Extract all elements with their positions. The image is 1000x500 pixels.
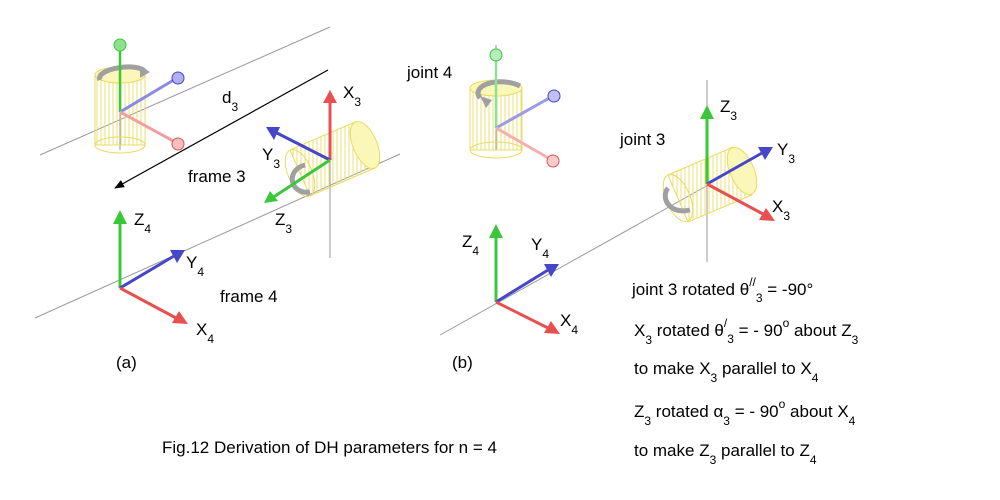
note-line-2: X3 rotated θ/3 = - 90o about Z3 bbox=[634, 316, 859, 347]
frame4-axes-b bbox=[489, 224, 560, 334]
frame4-y-arrowhead-b bbox=[544, 264, 559, 277]
frame3-z-arrowhead-a bbox=[264, 191, 278, 203]
frame4-z-label-b: Z4 bbox=[462, 232, 479, 258]
d3-arrow bbox=[114, 69, 329, 189]
note-line-1: joint 3 rotated θ//3 = -90° bbox=[631, 275, 813, 305]
frame4-y-axis-b bbox=[495, 268, 549, 304]
frame3-x-arrowhead-b bbox=[759, 208, 775, 221]
notes: joint 3 rotated θ//3 = -90° X3 rotated θ… bbox=[631, 275, 859, 467]
frame4-x-axis-a bbox=[119, 286, 177, 320]
joint3-label: joint 3 bbox=[619, 130, 665, 149]
frame3-y-axis-b bbox=[706, 151, 763, 186]
frame3-axes-a bbox=[264, 90, 337, 203]
frame4-x-axis-b bbox=[495, 300, 549, 330]
frame4-z-label-a: Z4 bbox=[134, 210, 151, 236]
panel-a-label: (a) bbox=[116, 353, 137, 372]
frame3-y-arrowhead-b bbox=[758, 147, 773, 160]
note-line-5: to make Z3 parallel to Z4 bbox=[634, 441, 817, 467]
frame4-z-arrowhead-a bbox=[113, 210, 127, 224]
frame3-z-arrowhead-b bbox=[700, 105, 714, 119]
frame3-axes-b bbox=[700, 105, 775, 221]
frame3-x-label-b: X3 bbox=[772, 197, 790, 223]
d3-label: d3 bbox=[222, 88, 238, 114]
frame3-x-label-a: X3 bbox=[343, 83, 361, 109]
joint4-axis-line-a bbox=[39, 26, 331, 156]
frame4-x-arrowhead-b bbox=[544, 321, 560, 334]
frame4-y-arrowhead-a bbox=[170, 250, 185, 263]
frame4-x-label-a: X4 bbox=[196, 320, 214, 346]
joint3-cylinder-a bbox=[284, 121, 381, 197]
frame4-y-label-a: Y4 bbox=[186, 253, 204, 279]
frame4-label-a: frame 4 bbox=[220, 287, 278, 306]
note-line-3: to make X3 parallel to X4 bbox=[634, 359, 819, 385]
frame4-axes-a bbox=[113, 210, 188, 324]
frame3-y-axis-a bbox=[274, 130, 331, 162]
frame3-z-label-a: Z3 bbox=[275, 210, 292, 236]
frame4-x-arrowhead-a bbox=[172, 311, 188, 324]
frame4-z-arrowhead-b bbox=[489, 224, 503, 238]
frame3-x-arrowhead-a bbox=[323, 90, 337, 103]
frame3-y-label-a: Y3 bbox=[262, 145, 280, 171]
frame3-label-a: frame 3 bbox=[188, 167, 246, 186]
joint4-frame-a bbox=[113, 38, 185, 151]
frame3-x-axis-b bbox=[706, 182, 764, 216]
note-line-4: Z3 rotated α3 = - 90o about X4 bbox=[634, 397, 856, 428]
panel-a: d3 X3 Y3 Z3 frame 3 Z4 Y4 frame 4 X4 (a) bbox=[34, 26, 401, 372]
joint4-label: joint 4 bbox=[406, 63, 452, 82]
figure-caption: Fig.12 Derivation of DH parameters for n… bbox=[162, 438, 497, 457]
frame4-y-label-b: Y4 bbox=[531, 235, 549, 261]
frame3-y-arrowhead-a bbox=[266, 127, 280, 140]
panel-b-label: (b) bbox=[452, 353, 473, 372]
panel-b: joint 4 Z3 joint 3 Y3 X3 Z4 Y4 X4 (b) bbox=[406, 45, 795, 372]
frame-axis-line-b bbox=[439, 183, 711, 336]
frame3-y-label-b: Y3 bbox=[777, 140, 795, 166]
frame3-z-label-b: Z3 bbox=[720, 97, 737, 123]
joint4-frame-b bbox=[489, 48, 561, 168]
frame4-x-label-b: X4 bbox=[560, 311, 578, 337]
frame4-y-axis-a bbox=[119, 254, 175, 290]
frame3-z-axis-a bbox=[271, 158, 331, 200]
